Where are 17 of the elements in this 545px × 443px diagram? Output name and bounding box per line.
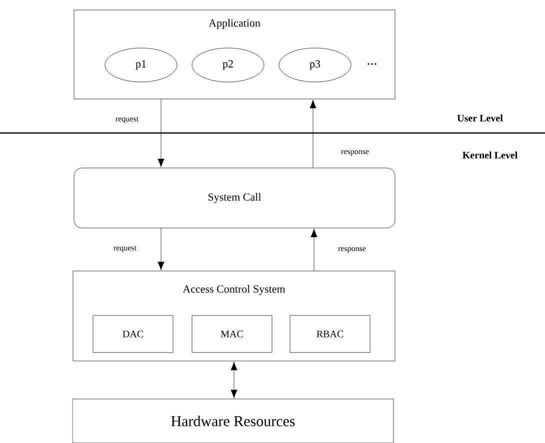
ellipsis: ... bbox=[368, 63, 376, 65]
edge-label: request bbox=[114, 246, 137, 252]
level-label: Kernel Level bbox=[462, 151, 518, 158]
edge-label: response bbox=[341, 150, 369, 156]
component-box: Hardware Resources bbox=[72, 398, 394, 443]
edge-label: response bbox=[338, 247, 366, 253]
arrow bbox=[310, 228, 318, 271]
component-box: RBAC bbox=[290, 315, 370, 353]
arrow bbox=[310, 100, 316, 168]
arrow bbox=[158, 228, 164, 270]
arrow bbox=[230, 362, 238, 398]
component-box: DAC bbox=[92, 315, 174, 353]
arrow bbox=[158, 99, 164, 168]
edge-label: request bbox=[116, 116, 139, 124]
component-box: MAC bbox=[192, 315, 272, 353]
level-label: User Level bbox=[457, 114, 503, 122]
rounded-box: System Call bbox=[74, 168, 396, 228]
